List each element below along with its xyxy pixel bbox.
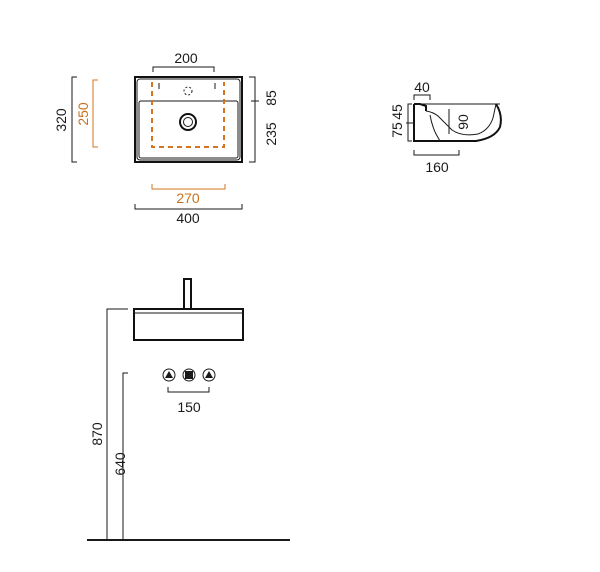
valve-center-icon xyxy=(182,368,196,382)
dim-line-40 xyxy=(413,94,431,100)
section-back xyxy=(413,103,440,142)
dim-label-250: 250 xyxy=(75,102,91,126)
top-view: 200 270 400 320 250 85 235 xyxy=(53,50,279,226)
basin-front xyxy=(133,308,244,341)
dim-label-320: 320 xyxy=(53,108,69,132)
valve-left-icon xyxy=(162,368,176,382)
dim-label-150: 150 xyxy=(177,399,201,415)
dim-line-200 xyxy=(152,66,215,72)
drain-icon xyxy=(179,113,197,131)
dim-label-40: 40 xyxy=(414,79,430,95)
section-wall xyxy=(429,114,441,142)
side-section: 40 75 45 90 160 xyxy=(389,79,502,175)
dim-label-45: 45 xyxy=(389,104,405,120)
dim-line-right xyxy=(249,76,256,163)
dim-label-640: 640 xyxy=(112,452,128,476)
drain-inner xyxy=(183,117,193,127)
dim-line-270 xyxy=(151,184,226,190)
dim-label-400: 400 xyxy=(176,210,200,226)
dim-line-640 xyxy=(122,372,128,540)
valve-right-icon xyxy=(202,368,216,382)
dim-label-270: 270 xyxy=(176,190,200,206)
dim-line-150 xyxy=(167,387,210,393)
dim-label-200: 200 xyxy=(174,50,198,66)
basin-inner-dashed xyxy=(151,82,225,148)
front-elevation: 150 870 640 xyxy=(87,278,290,541)
faucet-body xyxy=(183,278,192,310)
dim-line-400 xyxy=(134,204,243,210)
basin-outline-top xyxy=(134,76,243,163)
dim-label-90: 90 xyxy=(455,114,471,130)
tap-hole-icon xyxy=(183,86,193,96)
dim-line-320 xyxy=(71,76,77,163)
basin-bowl-top xyxy=(138,100,239,159)
section-front xyxy=(440,103,502,142)
dim-label-85: 85 xyxy=(263,90,279,106)
section-bowl xyxy=(425,103,497,136)
dim-label-870: 870 xyxy=(89,422,105,446)
basin-rim-top xyxy=(136,78,241,161)
dim-label-160: 160 xyxy=(425,159,449,175)
dim-line-250 xyxy=(92,79,98,148)
dim-line-870 xyxy=(106,308,128,540)
dim-label-75: 75 xyxy=(389,122,405,138)
dim-label-235: 235 xyxy=(263,122,279,146)
dim-line-160 xyxy=(413,150,460,156)
